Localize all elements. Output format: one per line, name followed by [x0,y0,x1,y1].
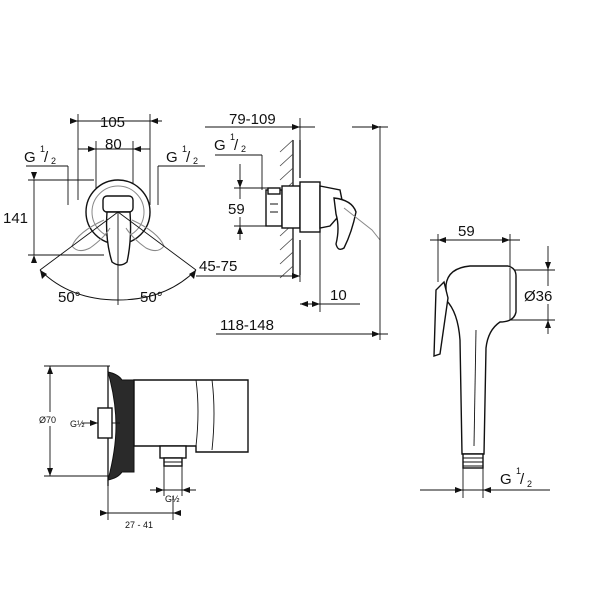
handshower-thread-num: 1 [516,466,521,476]
elbow-dim-27-41: 27 - 41 [125,520,153,530]
elbow-dim-d70: Ø70 [39,415,56,425]
front-thread-left-num: 1 [40,144,45,154]
side-thread-den: 2 [241,144,246,154]
elbow-thread-bottom: G½ [165,494,180,504]
handshower-thread-slash: / [520,471,525,488]
elbow-thread-left: G½ [70,419,85,429]
front-dim-141: 141 [3,210,28,227]
front-thread-right-slash: / [186,149,191,166]
side-dim-79-109: 79-109 [229,111,276,128]
handshower-thread: G [500,471,512,488]
front-dim-80: 80 [105,136,122,153]
side-dim-118-148: 118-148 [220,317,274,334]
front-thread-left: G [24,149,36,166]
side-thread: G [214,137,226,154]
elbow-view: Ø70 G½ G½ 27 - 41 [38,365,249,530]
front-dim-105: 105 [100,114,125,131]
front-thread-right: G [166,149,178,166]
side-dim-10: 10 [330,287,347,304]
front-thread-left-den: 2 [51,156,56,166]
side-dim-59: 59 [228,201,245,218]
front-thread-right-num: 1 [182,144,187,154]
front-angle-right: 50° [140,289,163,306]
handshower-dim-d36: Ø36 [524,288,552,305]
front-view: 105 80 G 1 / 2 G 1 / 2 141 [2,114,205,306]
front-angle-left: 50° [58,289,81,306]
side-dim-45-75: 45-75 [199,258,237,275]
front-thread-left-slash: / [44,149,49,166]
side-thread-slash: / [234,137,239,154]
handshower-view: 59 Ø36 G 1 / 2 [420,223,572,498]
front-thread-right-den: 2 [193,156,198,166]
side-view: 79-109 G 1 / 2 59 45-75 [196,111,388,340]
handshower-thread-den: 2 [527,479,532,489]
handshower-dim-59: 59 [458,223,475,240]
side-thread-num: 1 [230,132,235,142]
